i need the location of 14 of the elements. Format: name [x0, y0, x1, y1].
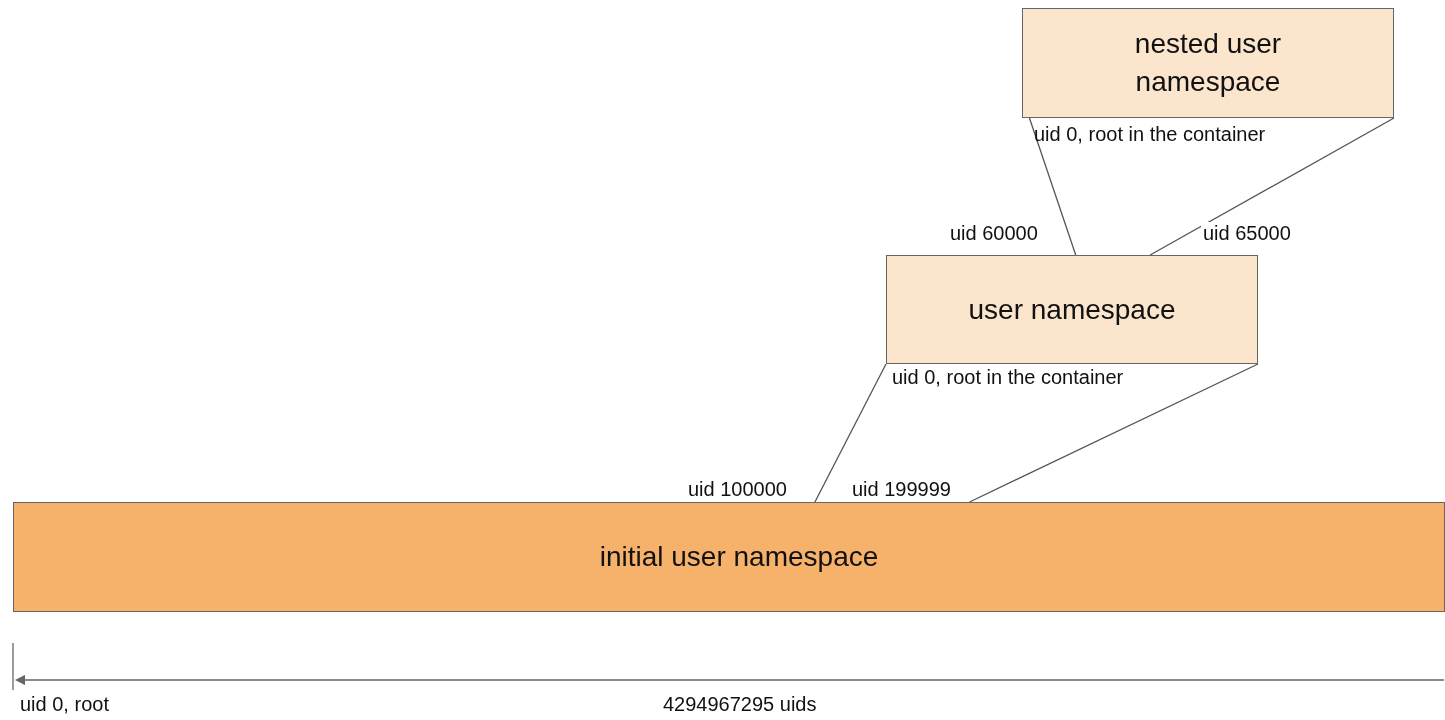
- box-title: user namespace: [968, 292, 1176, 327]
- box-title: nested user namespace: [1133, 27, 1283, 99]
- connector-line: [814, 363, 887, 503]
- connector-line: [968, 363, 1259, 503]
- range-caption: uid 0, root in the container: [892, 366, 1124, 389]
- range-caption: uid 0, root in the container: [1034, 123, 1266, 146]
- box-title: initial user namespace: [599, 540, 879, 575]
- axis-label: 4294967295 uids: [663, 693, 817, 716]
- namespace-box: [886, 255, 1258, 364]
- axis-label: uid 0, root: [20, 693, 109, 716]
- namespace-box: [1022, 8, 1394, 118]
- connector-line: [1149, 117, 1395, 256]
- connector-line: [1028, 117, 1077, 256]
- namespace-box: [13, 502, 1445, 612]
